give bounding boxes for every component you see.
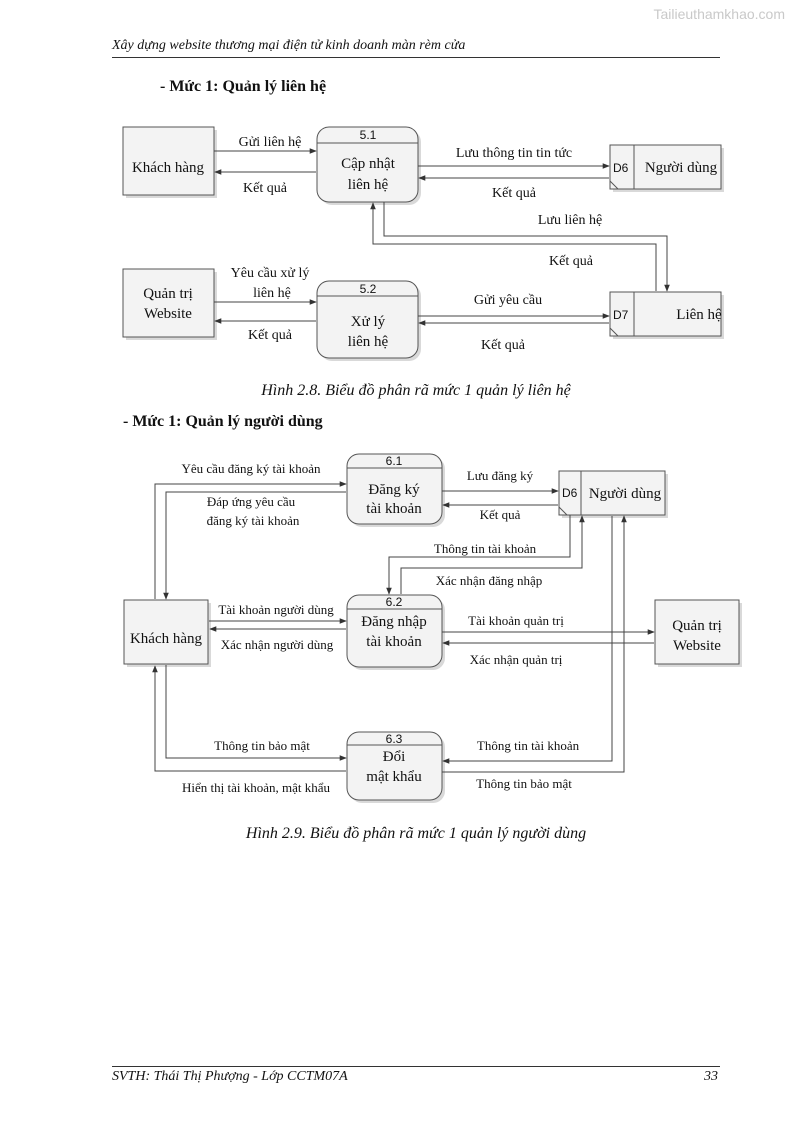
label-thong-tin-bao-mat-d6: Thông tin bảo mật <box>476 776 572 791</box>
entity-admin: Quản trị Website <box>122 268 217 340</box>
process-5-1-label-1: Cập nhật <box>341 156 396 172</box>
process-6-1-label-2: tài khoản <box>366 501 422 517</box>
label-luu-lien-he: Lưu liên hệ <box>538 213 602 228</box>
datastore-d6-users-name: Người dùng <box>589 486 662 502</box>
process-6-1-label-1: Đăng ký <box>368 482 420 498</box>
label-xac-nhan-nguoi-dung: Xác nhận người dùng <box>221 637 334 652</box>
process-5-2-number: 5.2 <box>360 282 377 296</box>
flow-xac-nhan-dang-nhap <box>400 515 585 594</box>
entity-admin-label-2: Website <box>144 306 192 322</box>
label-tai-khoan-nguoi-dung: Tài khoản người dùng <box>218 602 334 617</box>
label-yeu-cau-xu-ly-2: liên hệ <box>253 286 291 301</box>
dfd-contact-diagram: Khách hàng Quản trị Website 5.1 Cập nhật… <box>122 126 724 361</box>
flow-thong-tin-tai-khoan-d6 <box>386 515 571 595</box>
datastore-d6-name: Người dùng <box>645 160 718 176</box>
datastore-d6-users-id: D6 <box>562 486 578 500</box>
footer-divider <box>112 1066 720 1067</box>
process-6-3: 6.3 Đổi mật khẩu <box>346 731 445 803</box>
flow-thong-tin-tai-khoan-63 <box>442 516 613 764</box>
process-6-2-label-2: tài khoản <box>366 634 422 650</box>
label-hien-thi: Hiển thị tài khoản, mật khẩu <box>182 780 331 795</box>
label-yeu-cau-dang-ky: Yêu cầu đăng ký tài khoản <box>182 461 321 476</box>
label-thong-tin-tai-khoan-d6: Thông tin tài khoản <box>434 541 537 556</box>
label-luu-dang-ky: Lưu đăng ký <box>467 468 534 483</box>
label-tai-khoan-quan-tri: Tài khoản quản trị <box>468 613 564 628</box>
label-thong-tin-bao-mat-kh: Thông tin bảo mật <box>214 738 310 753</box>
process-5-2-label-1: Xử lý <box>351 314 386 330</box>
flow-dap-ung <box>163 491 346 600</box>
entity-customer: Khách hàng <box>122 126 217 198</box>
datastore-d7-id: D7 <box>613 308 629 322</box>
label-yeu-cau-xu-ly-1: Yêu cầu xử lý <box>231 266 310 281</box>
flow-thong-tin-bao-mat-kh <box>165 665 347 761</box>
label-ket-qua-qt: Kết quả <box>248 328 293 343</box>
process-6-1: 6.1 Đăng ký tài khoản <box>346 453 445 527</box>
label-dap-ung-2: đăng ký tài khoản <box>207 513 300 528</box>
footer-author: SVTH: Thái Thị Phượng - Lớp CCTM07A <box>112 1069 348 1084</box>
process-5-2-label-2: liên hệ <box>348 334 389 350</box>
label-ket-qua-61: Kết quả <box>480 507 521 522</box>
label-gui-lien-he: Gửi liên hệ <box>239 135 302 150</box>
entity-admin-2: Quản trị Website <box>654 599 742 667</box>
label-thong-tin-tai-khoan-63: Thông tin tài khoản <box>477 738 580 753</box>
label-ket-qua-d7-51: Kết quả <box>549 254 594 269</box>
figure-caption-2-8: Hình 2.8. Biểu đồ phân rã mức 1 quản lý … <box>261 382 571 399</box>
watermark: Tailieuthamkhao.com <box>653 6 785 22</box>
page-number: 33 <box>704 1069 718 1084</box>
process-6-3-number: 6.3 <box>386 732 403 746</box>
flow-thong-tin-bao-mat-d6 <box>442 515 627 773</box>
process-6-2: 6.2 Đăng nhập tài khoản <box>346 594 445 670</box>
process-5-2: 5.2 Xử lý liên hệ <box>316 280 421 361</box>
process-6-3-label-1: Đổi <box>383 749 406 765</box>
flow-ket-qua-d7-51 <box>370 202 657 291</box>
label-xac-nhan-quan-tri: Xác nhận quản trị <box>470 652 563 667</box>
section-heading-contact: - Mức 1: Quản lý liên hệ <box>160 78 327 95</box>
flow-luu-lien-he <box>383 202 670 292</box>
flow-hien-thi <box>152 665 346 772</box>
label-gui-yeu-cau: Gửi yêu cầu <box>474 293 542 308</box>
process-5-1-number: 5.1 <box>360 128 377 142</box>
label-dap-ung-1: Đáp ứng yêu cầu <box>207 494 296 509</box>
entity-admin-2-label-1: Quản trị <box>672 618 722 634</box>
label-xac-nhan-dang-nhap: Xác nhận đăng nhập <box>436 573 543 588</box>
flow-yeu-cau-dang-ky <box>154 481 347 599</box>
datastore-d6-id: D6 <box>613 161 629 175</box>
entity-customer-2: Khách hàng <box>123 599 211 667</box>
datastore-d7: D7 Liên hệ <box>609 291 724 339</box>
datastore-d7-name: Liên hệ <box>676 307 722 323</box>
label-ket-qua-d6: Kết quả <box>492 186 537 201</box>
label-luu-thong-tin: Lưu thông tin tin tức <box>456 146 572 161</box>
datastore-d6: D6 Người dùng <box>609 144 724 192</box>
entity-admin-label-1: Quản trị <box>143 286 193 302</box>
label-ket-qua-kh: Kết quả <box>243 181 288 196</box>
header-divider <box>112 57 720 58</box>
process-5-1-label-2: liên hệ <box>348 177 389 193</box>
process-6-1-number: 6.1 <box>386 454 403 468</box>
dfd-user-diagram: Khách hàng Quản trị Website 6.1 Đăng ký … <box>123 453 742 803</box>
entity-admin-2-label-2: Website <box>673 638 721 654</box>
process-5-1: 5.1 Cập nhật liên hệ <box>316 126 421 205</box>
entity-customer-label: Khách hàng <box>132 160 205 176</box>
section-heading-users: - Mức 1: Quản lý người dùng <box>123 413 323 430</box>
label-ket-qua-d7: Kết quả <box>481 338 526 353</box>
page-header: Xây dựng website thương mại điện tử kinh… <box>112 38 466 53</box>
datastore-d6-users: D6 Người dùng <box>558 470 668 518</box>
entity-customer-2-label: Khách hàng <box>130 631 203 647</box>
figure-caption-2-9: Hình 2.9. Biểu đồ phân rã mức 1 quản lý … <box>245 825 587 842</box>
process-6-2-number: 6.2 <box>386 595 403 609</box>
process-6-3-label-2: mật khẩu <box>366 769 422 785</box>
process-6-2-label-1: Đăng nhập <box>361 614 426 630</box>
